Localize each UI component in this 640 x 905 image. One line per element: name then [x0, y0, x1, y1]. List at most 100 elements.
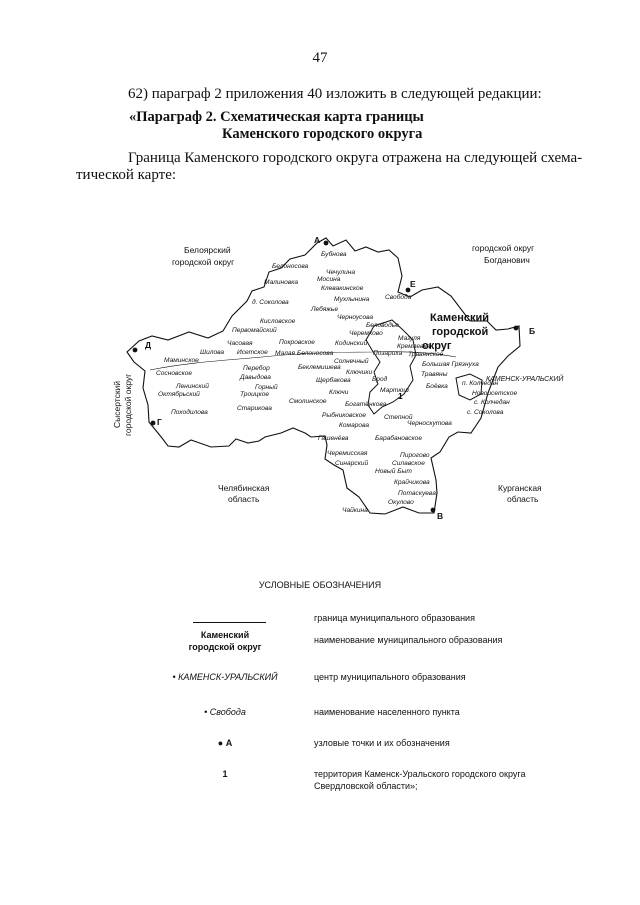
paragraph-title-line-2: Каменского городского округа — [222, 126, 423, 142]
settlement-labels: Бубнова Белоносова Чечулина Малиновка Мо… — [156, 250, 517, 514]
settlement-maminskoe: Маминское — [164, 357, 199, 364]
settlement-bogatenkova: Богатёнкова — [345, 401, 387, 408]
settlement-pozarikha: Позариха — [373, 350, 403, 357]
legend-desc-node: узловые точки и их обозначения — [314, 738, 450, 748]
settlement-gorny: Горный — [255, 383, 278, 391]
settlement-pokhodilova: Походилова — [171, 408, 208, 416]
territory-1-marker: 1 — [398, 391, 403, 401]
settlement-barabanovskoe: Барабановское — [375, 434, 422, 442]
settlement-lebyazhye: Лебяжье — [310, 305, 338, 313]
neighbor-chelyabinsk-line2: область — [228, 494, 260, 504]
settlement-solnechny: Солнечный — [334, 357, 369, 365]
body-text-line-1: Граница Каменского городского округа отр… — [128, 150, 583, 166]
neighbor-bogdanovich-line1: городской округ — [472, 243, 534, 253]
settlement-stepnoy: Степной — [384, 413, 413, 421]
page-number: 47 — [312, 50, 328, 66]
node-e-label: Е — [410, 279, 416, 289]
settlement-sokolova-d: д. Соколова — [252, 298, 289, 306]
settlement-mukhlynina: Мухлынина — [334, 296, 370, 303]
settlement-kislovskoe: Кисловское — [260, 318, 296, 325]
settlement-perebor: Перебор — [243, 364, 270, 372]
settlement-boyovka: Боёвка — [426, 383, 448, 390]
legend-desc-boundary: граница муниципального образования — [314, 613, 475, 623]
body-text-line-2: тической карте: — [76, 167, 177, 183]
settlement-shilova: Шилова — [200, 349, 224, 356]
neighbor-sysert-line2: городской округ — [123, 374, 133, 436]
municipality-boundary — [126, 237, 521, 515]
settlement-cheremisskaya: Черемисская — [327, 450, 368, 457]
legend-symbol-territory: 1 — [222, 769, 228, 779]
settlement-okulovo: Окулово — [388, 499, 414, 506]
settlement-chechulina: Чечулина — [326, 269, 355, 276]
settlement-bolshaya-gryaznukha: Большая Грязнуха — [422, 361, 479, 368]
node-d-label: Д — [145, 340, 151, 350]
settlement-starikova: Старикова — [237, 405, 272, 412]
neighbor-labels: Белоярский городской округ городской окр… — [112, 243, 542, 504]
center-enclave — [455, 373, 483, 401]
legend-title: УСЛОВНЫЕ ОБОЗНАЧЕНИЯ — [258, 580, 382, 590]
settlement-sinarsky: Синарский — [335, 459, 368, 467]
settlement-novoisetskoe: Новоисетское — [472, 390, 517, 397]
territory-1-boundary — [365, 319, 417, 415]
settlement-sokolova-s: с. Соколова — [467, 409, 504, 416]
settlement-brod: Брод — [372, 375, 388, 383]
settlement-chaykina: Чайкина — [342, 506, 368, 514]
settlement-bubnova: Бубнова — [321, 250, 347, 258]
node-a-label: А — [314, 235, 320, 245]
settlement-malinovka: Малиновка — [264, 279, 298, 286]
legend-symbol-municipality-line1: Каменский — [200, 630, 250, 640]
settlement-malaya-belonosova: Малая Белоносова — [275, 350, 334, 357]
settlement-belonosova: Белоносова — [272, 263, 309, 270]
settlement-gashenyova: Гашенёва — [318, 435, 349, 442]
settlement-silavskoe: Силавское — [392, 460, 425, 467]
settlement-cheremkhovo: Черемхово — [349, 330, 383, 337]
settlement-leninsky: Ленинский — [175, 382, 209, 390]
settlement-rybnikovskoe: Рыбниковское — [322, 411, 366, 419]
legend-desc-municipality: наименование муниципального образования — [314, 635, 503, 645]
node-b-label: Б — [529, 326, 535, 336]
neighbor-bogdanovich-line2: Богданович — [484, 255, 530, 265]
municipality-name-line1: Каменский — [430, 312, 489, 324]
settlement-chasovaya: Часовая — [227, 340, 253, 347]
settlement-novy-byt: Новый Быт — [375, 467, 412, 475]
neighbor-kurgan-line1: Курганская — [498, 483, 542, 493]
municipality-name-line3: округ — [422, 340, 452, 352]
settlement-kolchedan-s: с. Колчедан — [474, 398, 510, 406]
settlement-kraynikova: Крайчикова — [394, 478, 430, 486]
settlement-travyanskoe: Травянское — [408, 351, 444, 358]
schematic-map: А Б В Г Д Е Белоярский городской округ г… — [112, 235, 564, 521]
settlement-chernousova: Черноусова — [337, 314, 373, 321]
legend-desc-center: центр муниципального образования — [314, 672, 466, 682]
node-markers: А Б В Г Д Е — [132, 235, 535, 521]
legend-desc-territory-line2: Свердловской области»; — [314, 781, 418, 791]
settlement-travyany: Травяны — [421, 371, 448, 378]
settlement-mosina: Мосина — [317, 276, 341, 283]
legend-symbol-node: ● А — [217, 738, 233, 748]
settlement-pokrovskoe: Покровское — [279, 339, 315, 346]
settlement-pirogovo: Пирогово — [400, 452, 430, 459]
settlement-chernokutova: Черноскутова — [407, 420, 452, 427]
settlement-klevakinskoe: Клевакинское — [321, 285, 364, 292]
legend-symbol-municipality-line2: городской округ — [188, 642, 262, 652]
settlement-smolinskoe: Смолинское — [289, 398, 327, 405]
settlement-kremlevka: Кремлевка — [397, 343, 431, 350]
settlement-oktyabrsky: Октябрьский — [158, 390, 200, 398]
settlement-pervomaysky: Первомайский — [232, 326, 277, 334]
settlement-mazulya: Мазуля — [398, 335, 421, 342]
settlement-kolchedan-p: п. Колчедан — [462, 379, 499, 387]
municipal-center-label: КАМЕНСК-УРАЛЬСКИЙ — [486, 374, 564, 383]
settlement-svoboda: Свобода — [385, 293, 412, 301]
settlement-klyuchi: Ключи — [329, 389, 349, 396]
node-g-label: Г — [157, 417, 162, 427]
legend-boundary-line — [193, 622, 266, 623]
settlement-shcherbakova: Щербакова — [316, 376, 351, 384]
intro-line: 62) параграф 2 приложения 40 изложить в … — [128, 86, 542, 102]
legend-symbol-center: • КАМЕНСК-УРАЛЬСКИЙ — [172, 672, 278, 682]
settlement-potaskueva: Потаскуева — [398, 490, 436, 497]
settlement-isetskoe: Исетское — [237, 349, 268, 356]
settlement-klyuchiki: Ключики — [346, 369, 372, 376]
neighbor-chelyabinsk-line1: Челябинская — [218, 483, 270, 493]
river — [149, 351, 457, 371]
node-v-label: В — [437, 511, 443, 521]
settlement-belovodye: Беловодье — [366, 321, 399, 329]
